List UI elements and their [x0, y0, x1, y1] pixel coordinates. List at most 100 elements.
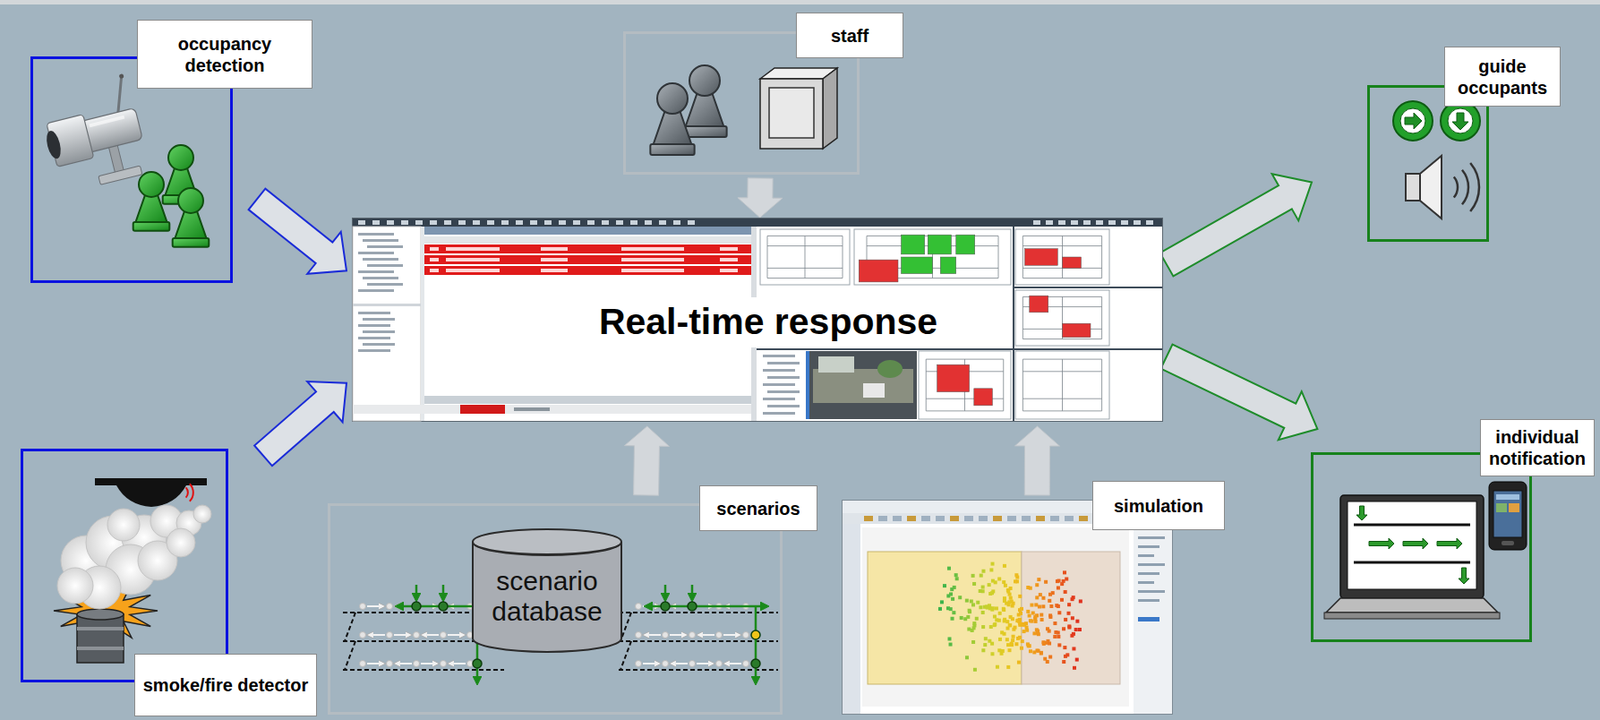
agent-dots — [997, 648, 1002, 652]
control-console — [767, 376, 800, 379]
monitor-icon — [760, 78, 823, 149]
agent-dots — [969, 598, 974, 603]
route-graph — [421, 633, 439, 636]
camera-icon — [34, 72, 152, 196]
agent-dots — [1045, 626, 1050, 631]
agent-dots — [1052, 634, 1057, 639]
route-graph — [367, 633, 386, 636]
control-console — [358, 311, 391, 315]
floor-plan — [1062, 256, 1082, 268]
control-console — [358, 232, 394, 236]
agent-dots — [1041, 596, 1045, 600]
camera-icon — [43, 128, 63, 160]
control-console — [429, 257, 439, 262]
route-graph — [618, 668, 779, 671]
sensor-panel: occupancy detection — [30, 56, 233, 283]
control-console — [472, 220, 480, 225]
agent-dots — [1001, 607, 1006, 612]
simulation-window — [1137, 572, 1160, 575]
simulation-window — [892, 515, 902, 522]
agent-dots — [951, 610, 956, 615]
person-figure — [178, 188, 204, 214]
agent-dots — [1063, 617, 1068, 622]
route-graph — [618, 584, 779, 684]
agent-dots — [1033, 615, 1037, 619]
agent-dots — [1056, 604, 1061, 608]
floor-plan — [940, 256, 957, 274]
agent-dots — [940, 599, 944, 604]
simulation-window — [949, 515, 959, 522]
control-console — [1095, 220, 1104, 225]
control-console — [630, 220, 638, 225]
exit-sign-icons — [1404, 112, 1422, 129]
node-label: occupancy detection — [136, 19, 313, 89]
control-console — [429, 220, 437, 225]
speaker-icon — [1462, 170, 1469, 206]
staff-figures — [650, 65, 727, 155]
direction-arrow — [1437, 538, 1463, 549]
simulation-window — [921, 515, 931, 522]
evacuation-route — [754, 606, 758, 684]
agent-dots — [993, 580, 998, 584]
evacuation-route — [411, 601, 421, 611]
control-console — [767, 390, 800, 394]
route-graph — [344, 641, 356, 670]
agent-dots — [1010, 638, 1015, 642]
agent-dots — [1056, 634, 1061, 639]
agent-dots — [950, 616, 955, 621]
agent-dots — [1047, 598, 1052, 603]
control-console — [1083, 220, 1091, 225]
agent-dots — [995, 665, 1000, 669]
simulation-window — [978, 515, 988, 522]
agent-dots — [1065, 652, 1070, 657]
control-console — [762, 368, 796, 372]
phone-icon — [1488, 481, 1527, 550]
direction-arrow — [1458, 567, 1470, 584]
control-console — [863, 383, 885, 398]
agent-dots — [1020, 639, 1025, 643]
person-figure — [650, 83, 694, 155]
floor-plan — [1062, 323, 1092, 338]
agent-dots — [1075, 658, 1079, 662]
speaker-icon — [1420, 155, 1442, 219]
monitor-icon — [822, 68, 838, 149]
agent-dots — [1067, 611, 1071, 616]
agent-dots — [1060, 581, 1064, 586]
person-figure — [650, 144, 694, 155]
smoke-cloud — [107, 508, 140, 541]
agent-dots — [983, 636, 988, 641]
evacuation-route — [660, 601, 670, 611]
person-figure — [682, 65, 727, 137]
agent-dots — [1057, 642, 1061, 647]
laptop-icon — [1324, 495, 1500, 619]
control-console — [445, 257, 500, 262]
control-console — [362, 317, 395, 321]
agent-dots — [949, 642, 953, 647]
floor-plan — [854, 229, 1011, 285]
route-graph — [689, 632, 696, 639]
control-console — [762, 354, 796, 358]
control-console — [540, 257, 568, 262]
simulation-window — [867, 551, 1022, 685]
route-graph — [635, 660, 642, 668]
simulation-window — [878, 515, 888, 522]
agent-dots — [971, 640, 976, 644]
control-console — [362, 257, 399, 261]
route-graph — [689, 660, 696, 668]
database-shape — [472, 529, 622, 652]
agent-dots — [1035, 582, 1039, 587]
agent-dots — [1055, 579, 1060, 583]
node-label: smoke/fire detector — [134, 653, 317, 717]
occupancy-illustration — [33, 59, 231, 281]
simulation-window — [842, 500, 1173, 714]
agent-dots — [992, 622, 997, 626]
smoke-illustration — [23, 451, 226, 680]
flow-arrow — [254, 381, 347, 466]
barrel-icon — [77, 646, 124, 651]
person-figure — [138, 171, 164, 197]
control-console — [530, 220, 538, 225]
agent-dots — [979, 573, 984, 578]
route-graph — [413, 660, 420, 668]
floor-plan — [760, 229, 850, 285]
control-console — [367, 264, 403, 267]
